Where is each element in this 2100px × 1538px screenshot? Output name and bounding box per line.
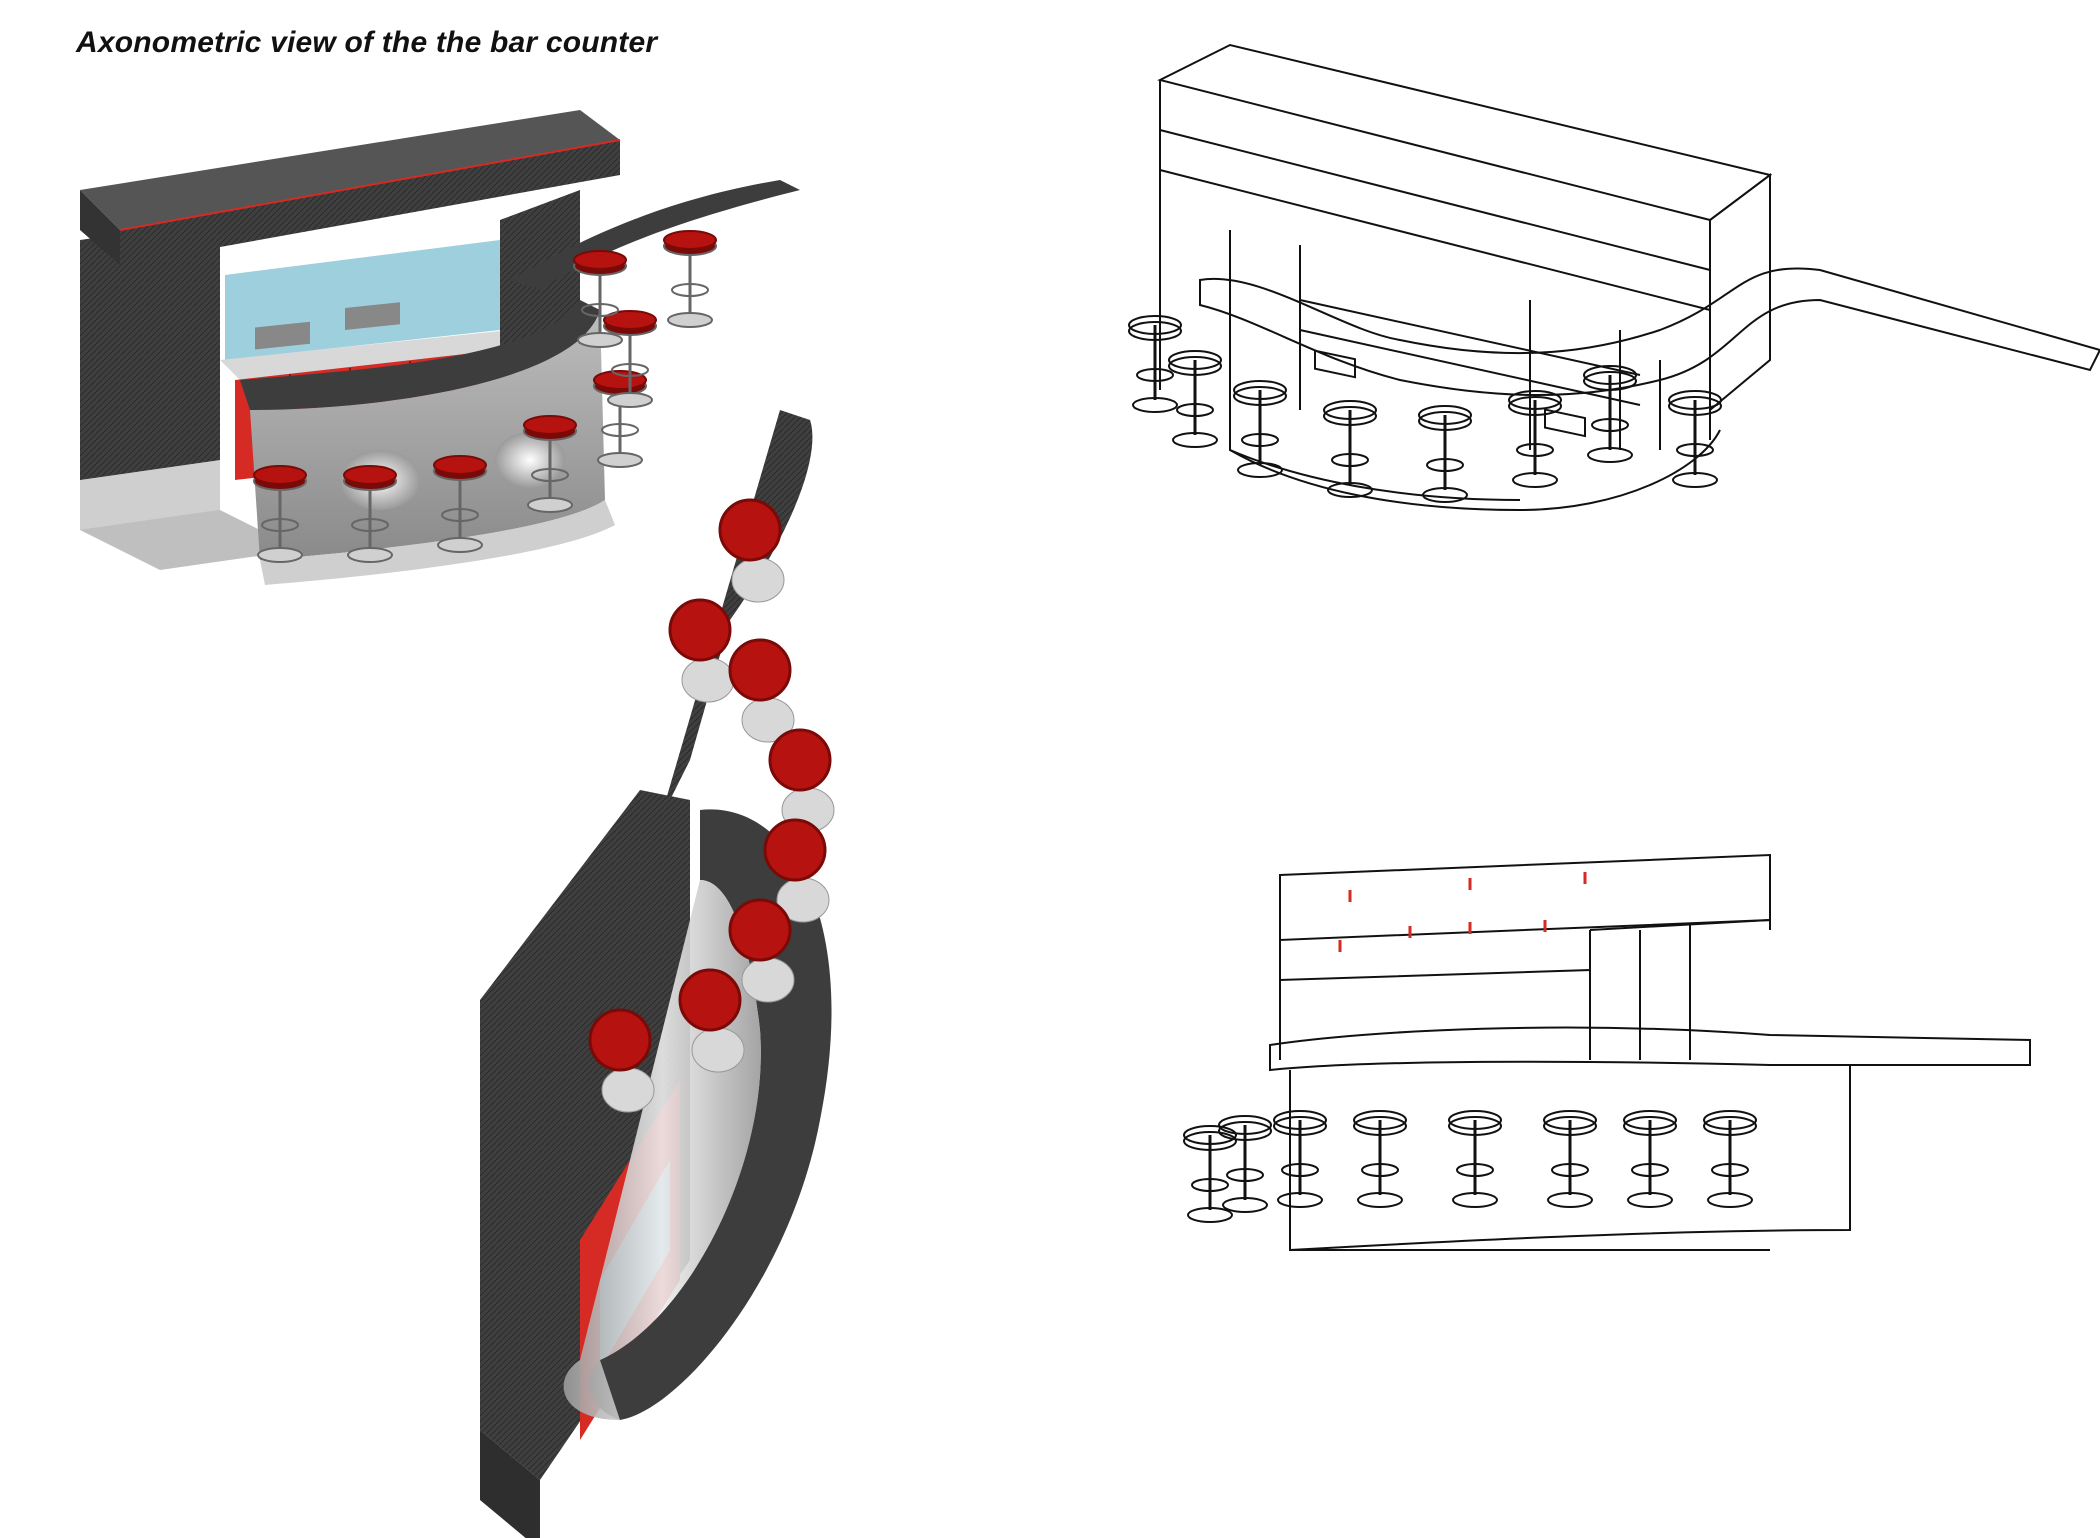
line-perspective-drawing (1128, 43, 2100, 512)
bar-stool (1183, 1125, 1237, 1223)
stools-group (1128, 315, 1722, 503)
bar-stool (663, 230, 717, 328)
bar-stool (1218, 1115, 1272, 1213)
bar-stool (253, 465, 307, 563)
drawing-title: Axonometric view of the the bar counter (76, 26, 658, 59)
colored-plan-drawing (480, 410, 835, 1538)
bar-stool (603, 310, 657, 408)
bar-stool (728, 638, 795, 743)
bar-stool (588, 1008, 655, 1113)
bar-stool (1583, 365, 1637, 463)
bar-stool (763, 818, 830, 923)
bar-stool (433, 455, 487, 553)
curved-counter-outline (1199, 267, 2100, 512)
bar-stool (1323, 400, 1377, 498)
curved-counter-outline (1269, 1026, 2031, 1252)
line-elevation-drawing (1183, 853, 2031, 1252)
bar-stool (1508, 390, 1562, 488)
red-accent-marks (1338, 872, 1587, 952)
stools-group (253, 230, 717, 563)
bar-stool (1418, 405, 1472, 503)
bar-stool (1448, 1110, 1502, 1208)
bar-stool (1233, 380, 1287, 478)
bar-stool (768, 728, 835, 833)
bar-stool (573, 250, 627, 348)
back-bar-unit-outline (1279, 853, 1771, 1060)
bar-stool (1668, 390, 1722, 488)
bar-stool (1353, 1110, 1407, 1208)
stools-group (588, 498, 835, 1113)
bar-stool (343, 465, 397, 563)
bar-stool (1623, 1110, 1677, 1208)
stools-group (1183, 1110, 1757, 1223)
bar-stool (1703, 1110, 1757, 1208)
colored-perspective-drawing (80, 110, 800, 585)
bar-stool (728, 898, 795, 1003)
bar-stool (678, 968, 745, 1073)
bar-stool (1128, 315, 1182, 413)
bar-stool (668, 598, 735, 703)
bar-stool (1168, 350, 1222, 448)
bar-stool (718, 498, 785, 603)
bar-stool (523, 415, 577, 513)
bar-stool (1543, 1110, 1597, 1208)
bar-stool (1273, 1110, 1327, 1208)
back-bar-unit-outline (1157, 43, 1773, 450)
